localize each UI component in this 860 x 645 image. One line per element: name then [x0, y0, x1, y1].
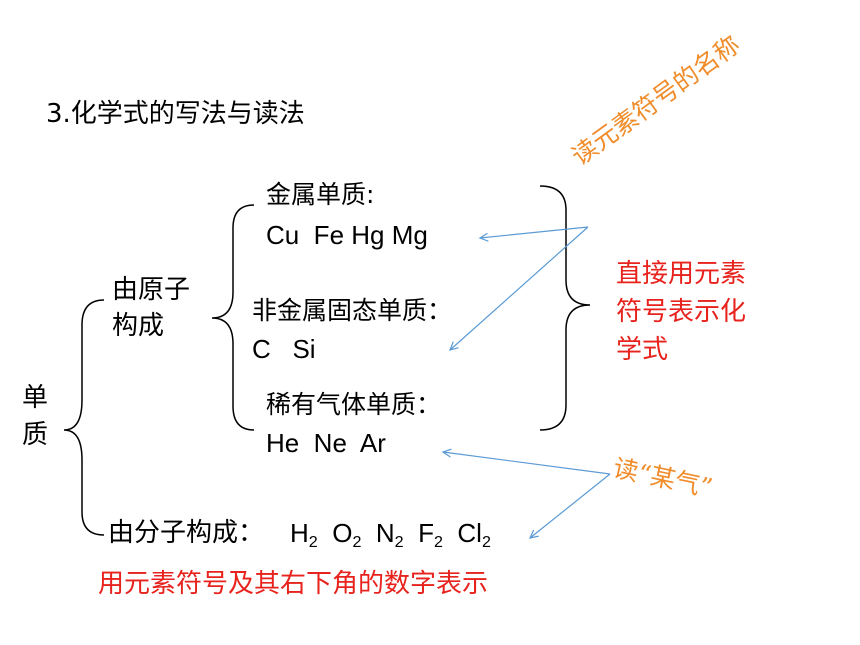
arrow-to-metal — [480, 226, 589, 238]
molecule-branch-label: 由分子构成： — [108, 518, 265, 548]
direct-note-line1: 直接用元素 — [616, 259, 747, 289]
root-label-line2: 质 — [22, 420, 49, 450]
arrow-to-molecule — [530, 473, 611, 538]
outer-brace — [63, 299, 105, 536]
nonmetal-examples: C Si — [252, 334, 316, 364]
noble-examples: He Ne Ar — [266, 428, 386, 458]
direct-note-line2: 符号表示化 — [616, 297, 747, 327]
direct-note-line3: 学式 — [616, 335, 669, 365]
atom-brace — [211, 204, 255, 431]
right-brace — [539, 185, 591, 431]
formula-o2: O2 — [332, 518, 362, 552]
atom-branch-label-line2: 构成 — [112, 311, 165, 341]
formula-cl2: Cl2 — [457, 518, 491, 552]
formula-n2: N2 — [375, 518, 404, 552]
molecule-note: 用元素符号及其右下角的数字表示 — [98, 569, 489, 599]
page-title: 3.化学式的写法与读法 — [46, 99, 305, 129]
formula-f2: F2 — [418, 518, 443, 552]
metal-examples: Cu Fe Hg Mg — [266, 220, 428, 250]
formula-h2: H2 — [290, 518, 318, 552]
nonmetal-label: 非金属固态单质： — [252, 296, 453, 325]
atom-branch-label-line1: 由原子 — [112, 275, 191, 305]
metal-label: 金属单质: — [266, 180, 375, 209]
molecule-formulas: H2 O2 N2 F2 Cl2 — [290, 518, 491, 552]
arrow-to-noble — [443, 452, 611, 475]
root-label-line1: 单 — [22, 383, 49, 413]
noble-label: 稀有气体单质： — [266, 390, 442, 419]
arrow-to-nonmetal — [450, 226, 589, 350]
